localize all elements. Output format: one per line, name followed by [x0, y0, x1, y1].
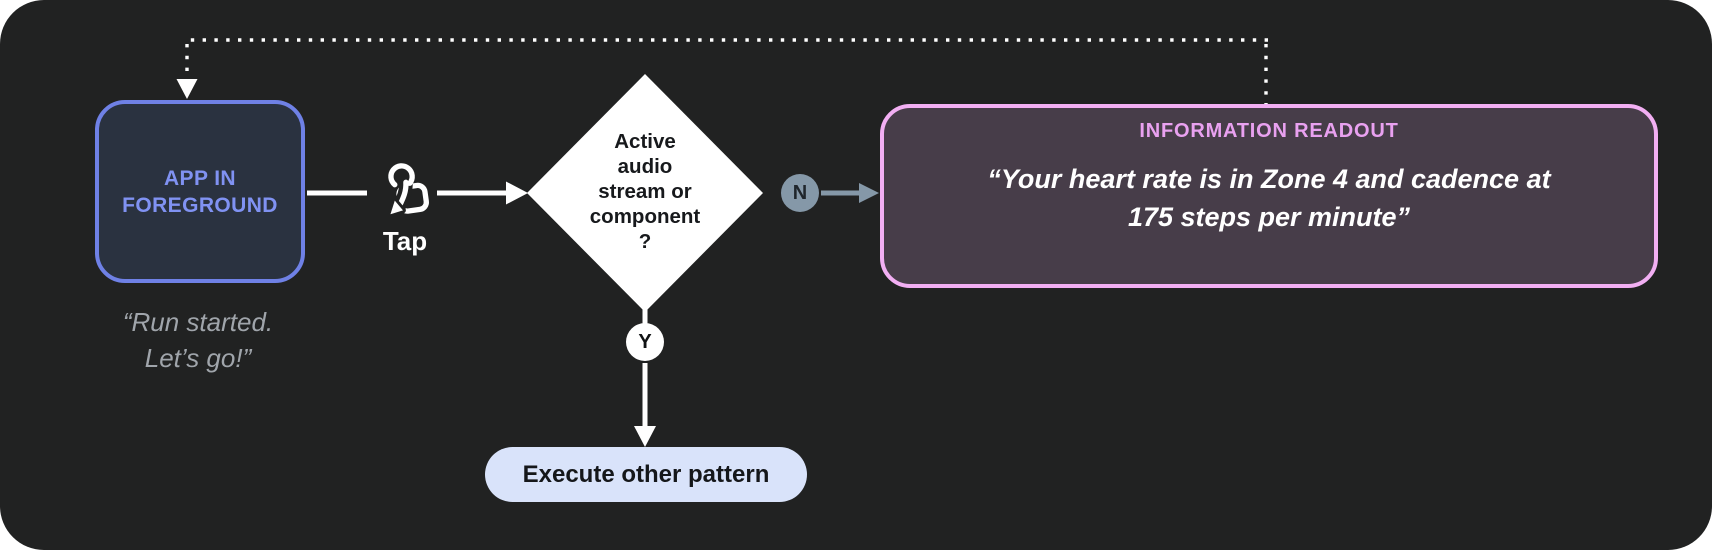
decision-diamond-shape	[527, 74, 763, 312]
arrowhead-down-icon	[176, 79, 198, 99]
feedback-dotted-connector	[176, 38, 1268, 104]
tap-to-decision-connector	[437, 181, 528, 205]
no-branch-connector	[821, 183, 879, 203]
yes-branch-badge: Y	[626, 323, 664, 361]
yes-branch-connector	[634, 363, 656, 447]
arrowhead-right-icon	[859, 183, 879, 203]
information-readout-node: INFORMATION READOUT “Your heart rate is …	[880, 104, 1658, 288]
tap-label: Tap	[382, 226, 428, 256]
app-in-foreground-label: APP IN FOREGROUND	[122, 166, 278, 217]
information-readout-quote: “Your heart rate is in Zone 4 and cadenc…	[987, 164, 1551, 232]
no-branch-badge: N	[781, 174, 819, 212]
run-started-caption: “Run started. Let’s go!”	[122, 307, 274, 373]
arrowhead-down-icon	[634, 426, 656, 447]
arrowhead-right-icon	[506, 181, 528, 205]
app-in-foreground-node: APP IN FOREGROUND	[95, 100, 305, 283]
execute-other-pattern-label: Execute other pattern	[522, 460, 770, 488]
execute-other-pattern-node: Execute other pattern	[485, 447, 807, 502]
information-readout-title: INFORMATION READOUT	[1139, 120, 1399, 142]
tap-gesture-icon	[387, 163, 429, 218]
decision-label: Active audio stream or component ?	[589, 130, 701, 253]
